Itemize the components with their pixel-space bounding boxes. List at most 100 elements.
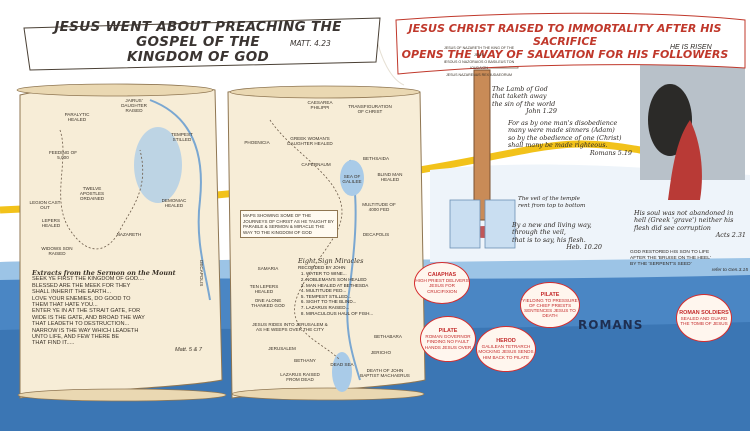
quote-line: AFTER THE 'BRUISE ON THE HEEL' [630,256,711,261]
quote-ref: Acts 2.31 [715,231,746,240]
scroll2-label: MULTITUDE OF 4000 FED [362,202,396,212]
quote-line: shall many be made righteous. [508,141,608,150]
galilee-lake-2 [340,160,364,196]
quote-line: The Lamb of God [492,85,548,93]
sermon-line: THAT LEADETH TO DESTRUCTION... [32,321,130,328]
sign-item: MULTITUDE FED... [306,288,410,294]
quote-ref: John 1.29 [526,107,557,116]
right-title-line2: OPENS THE WAY OF SALVATION FOR HIS FOLLO… [401,48,729,61]
sermon-line: BLESSED ARE THE MEEK FOR THEY [32,282,131,289]
sermon-line: WIDE IS THE GATE, AND BROAD THE WAY [32,314,145,321]
scroll1-label: FEEDING OF 5,000 [48,150,78,160]
scroll2-label: JESUS RIDES INTO JERUSALEM & AS HE WEEPS… [252,322,328,332]
inscription: JESUS OF NAZARETH THE KING OF THE JEWS I… [442,45,516,79]
jordan-river-1 [149,99,211,301]
jordan-river-2 [346,159,361,381]
quote-line: BY THE 'SERPENT'S SEED' [630,262,692,267]
scroll2-label: TEN LEPERS HEALED [249,284,279,294]
scroll2-label: DEATH OF JOHN BAPTIST MACHAERUS [360,368,410,378]
sign-item: TEMPEST STILLED... [306,294,410,300]
scroll2-label: SAMARIA [257,266,279,271]
quote-line: that is to say, his flesh. [512,235,586,244]
sign-item: NOBLEMAN'S SON HEALED [306,277,410,283]
scroll2-label: GREEK WOMAN'S DAUGHTER HEALED [287,136,333,146]
sermon-line: SEEK YE FIRST THE KINGDOM OF GOD.... [32,276,145,283]
quote-line: the sin of the world [492,99,556,108]
scroll1-label: NAZARETH [116,232,142,237]
herod-oval: HEROD GALILEAN TETRARCH MOCKING JESUS SE… [476,326,536,372]
oval-title: PILATE [438,328,458,335]
scroll-2-bottom-roll [231,387,425,401]
scroll2-label: DEAD SEA [330,362,354,367]
pilate-oval-2: PILATE YIELDING TO PRESSURE OF CHIEF PRI… [520,282,580,328]
dead-sea [332,352,352,392]
scroll2-label: BETHSAIDA [362,156,390,161]
cross [473,69,491,221]
signs-subtitle: RECORDED BY JOHN [298,265,346,270]
left-title: JESUS WENT ABOUT PREACHING THE GOSPEL OF… [28,20,368,65]
quote-line: many were made sinners (Adam) [508,126,615,135]
scroll2-label: CAESAREA PHILIPPI [307,100,333,110]
scroll-1-top-roll [16,83,214,97]
quote-line: hell (Greek 'grave') neither his [634,216,734,225]
romans-label: ROMANS [578,318,644,332]
scroll2-label: DECAPOLIS [362,232,390,237]
veil-quote: The veil of the temple rent from top to … [518,196,598,209]
oval-text: GALILEAN TETRARCH MOCKING JESUS SENDS HI… [478,344,534,360]
sermon-line: ENTER YE IN AT THE STRAIT GATE, FOR [32,308,141,315]
right-title: JESUS CHRIST RAISED TO IMMORTALITY AFTER… [395,22,735,61]
sermon-title: Extracts from the Sermon on the Mount [32,269,176,277]
scroll1-label: TEMPEST STILLED [171,132,193,142]
roman-soldiers-oval: ROMAN SOLDIERS SEALED AND GUARD THE TOMB… [676,294,732,342]
scroll2-label: BETHANY [294,358,316,363]
left-title-line2: KINGDOM OF GOD [126,49,270,65]
scroll2-label: BETHABARA [374,334,402,339]
god-restored-quote: GOD RESTORED HIS SON TO LIFE AFTER THE '… [630,250,748,274]
lamb-quote: The Lamb of God that taketh away the sin… [492,85,592,116]
scroll-1-bottom-roll [17,388,227,402]
sign-item: MIRACULOUS HAUL OF FISH... [306,311,410,317]
sermon-line: LOVE YOUR ENEMIES, DO GOOD TO [32,295,131,302]
oval-title: CAIAPHAS [427,272,457,279]
left-title-line1: JESUS WENT ABOUT PREACHING THE GOSPEL OF… [54,19,342,50]
signs-list: WATER TO WINE... NOBLEMAN'S SON HEALED M… [298,271,410,316]
scroll1-label: DEMONIAC HEALED [161,198,187,208]
sermon-line: NARROW IS THE WAY WHICH LEADETH [32,327,139,334]
scroll1-label: TWELVE APOSTLES ORDAINED [79,186,105,201]
newway-quote: By a new and living way, through the vei… [512,221,602,252]
scroll2-label: CAPERNAUM [301,162,331,167]
sermon-line: SHALL INHERIT THE EARTH... [32,289,112,296]
scroll2-label: ONE ALONE THANKED GOD [251,298,285,308]
maps-note: MAPS SHOWING SOME OF THE JOURNEYS OF CHR… [240,210,338,239]
he-is-risen: HE IS RISEN [670,44,712,51]
right-title-line1: JESUS CHRIST RAISED TO IMMORTALITY AFTER… [408,22,722,48]
quote-line: GOD RESTORED HIS SON TO LIFE [630,250,710,255]
quote-line: rent from top to bottom [518,202,586,209]
inscription-line: IESOUS O NAZORAIOS O BASILEUS TON IOUDAI… [443,59,515,71]
sermon-line: UNTO LIFE, AND FEW THERE BE [32,334,120,341]
romans-quote: For as by one man's disobedience many we… [508,119,632,157]
quote-line: The veil of the temple [518,196,580,202]
sign-item: WATER TO WINE... [306,271,410,277]
signs-title: Eight Sign Miracles [298,257,364,265]
route-1 [59,129,144,250]
scroll2-label: JERUSALEM [268,346,296,351]
oval-title: PILATE [540,291,560,298]
quote-ref: Heb. 10.20 [566,243,602,252]
soul-quote: His soul was not abandoned in hell (Gree… [634,209,746,240]
inscription-line: JESUS NAZARENUS REX IUDAEORUM [445,73,513,78]
quote-line: For as by one man's disobedience [508,119,618,127]
oval-text: YIELDING TO PRESSURE OF CHIEF PRIESTS SE… [522,297,578,319]
scroll-2-top-roll [229,85,421,99]
scroll2-label: JERICHO [370,350,392,355]
right-title-banner [395,12,746,75]
scroll1-label: LEPERS HEALED [41,218,61,228]
quote-line: so by the obedience of one (Christ) [508,133,622,142]
mary-figure [668,120,702,200]
scroll1-label: JAIRUS' DAUGHTER RAISED [121,98,147,113]
scroll1-label: WIDOWS SON RAISED [41,246,73,256]
left-title-ref: MATT. 4.23 [290,39,331,48]
sermon-line: THEM THAT HATE YOU... [32,302,98,309]
scroll1-side-label: DECAPOLIS [199,260,204,287]
quote-line: By a new and living way, [512,221,592,229]
